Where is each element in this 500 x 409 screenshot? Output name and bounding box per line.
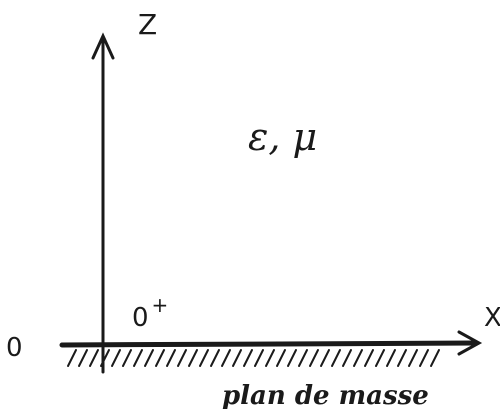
hatch-mark <box>342 349 352 367</box>
hatch-mark <box>386 349 396 367</box>
hatch-mark <box>188 349 198 367</box>
hatch-mark <box>397 349 407 367</box>
hatch-mark <box>287 349 297 367</box>
hatch-mark <box>276 349 286 367</box>
medium-label: ε, μ <box>248 115 317 159</box>
hatch-mark <box>375 349 385 367</box>
hatch-mark <box>210 349 220 367</box>
hatch-mark <box>408 349 418 367</box>
z-axis-label: Z <box>138 8 157 41</box>
hatch-mark <box>111 349 121 367</box>
hatch-mark <box>298 349 308 367</box>
hatch-mark <box>199 349 209 367</box>
hatch-mark <box>419 349 429 367</box>
ground-plane-caption: plan de masse <box>222 381 429 409</box>
hatch-mark <box>331 349 341 367</box>
hatch-mark <box>89 349 99 367</box>
ground-plane-line <box>59 340 478 348</box>
hatch-mark <box>166 349 176 367</box>
hatch-mark <box>353 349 363 367</box>
hatch-mark <box>243 349 253 367</box>
hatch-mark <box>221 349 231 367</box>
hatch-mark <box>67 349 77 367</box>
hatch-mark <box>254 349 264 367</box>
hatch-mark <box>177 349 187 367</box>
hatch-mark <box>100 349 110 367</box>
z-axis-arrowhead <box>91 32 115 60</box>
x-axis-label: X <box>484 303 500 333</box>
origin-plus-base: 0 <box>132 303 149 333</box>
hatch-mark <box>232 349 242 367</box>
ground-plane-hatching <box>67 349 440 367</box>
hatch-mark <box>122 349 132 367</box>
origin-plus-label: 0+ <box>132 293 168 333</box>
origin-label: 0 <box>6 333 23 363</box>
hatch-mark <box>155 349 165 367</box>
hatch-mark <box>320 349 330 367</box>
hatch-mark <box>144 349 154 367</box>
x-axis-arrowhead <box>457 330 483 356</box>
origin-plus-superscript: + <box>152 293 169 317</box>
hatch-mark <box>309 349 319 367</box>
hatch-mark <box>265 349 275 367</box>
hatch-mark <box>133 349 143 367</box>
hatch-mark <box>364 349 374 367</box>
hatch-mark <box>78 349 88 367</box>
hatch-mark <box>430 349 440 367</box>
